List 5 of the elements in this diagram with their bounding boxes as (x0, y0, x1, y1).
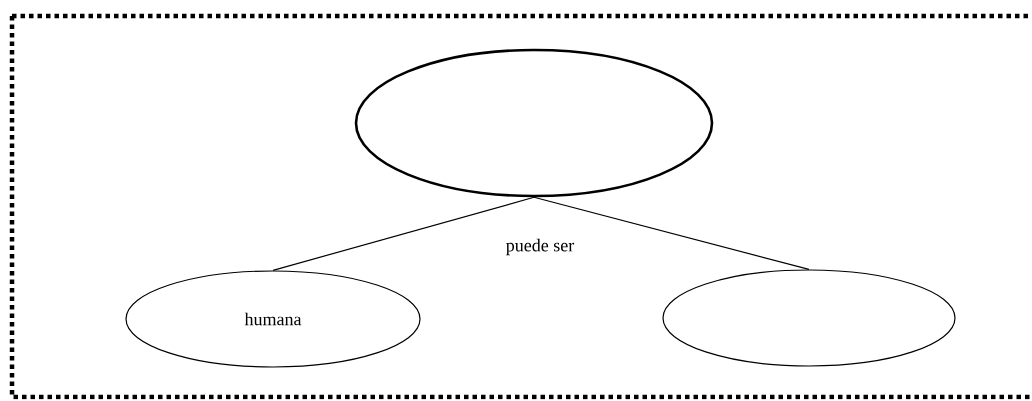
ellipse (354, 48, 714, 198)
ellipse (662, 269, 956, 367)
relation-label: puede ser (506, 238, 575, 256)
connector-line (533, 196, 810, 270)
connector-line (272, 196, 535, 271)
